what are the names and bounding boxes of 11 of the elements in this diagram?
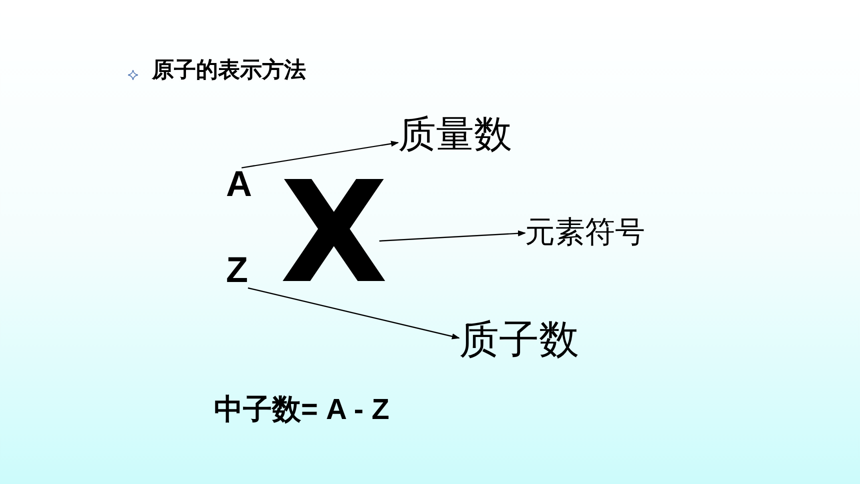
- heading: 原子的表示方法: [152, 59, 306, 81]
- element-symbol: X: [280, 164, 388, 304]
- arrow: [242, 140, 399, 168]
- formula-text: 中子数= A - Z: [214, 396, 390, 425]
- node-label: 质量数: [398, 116, 512, 154]
- mass-number-symbol: A: [226, 166, 252, 202]
- node-label: 元素符号: [525, 218, 645, 248]
- node-label: 质子数: [459, 320, 579, 360]
- arrow: [248, 287, 460, 340]
- atomic-number-symbol: Z: [226, 252, 248, 288]
- arrow: [379, 230, 526, 242]
